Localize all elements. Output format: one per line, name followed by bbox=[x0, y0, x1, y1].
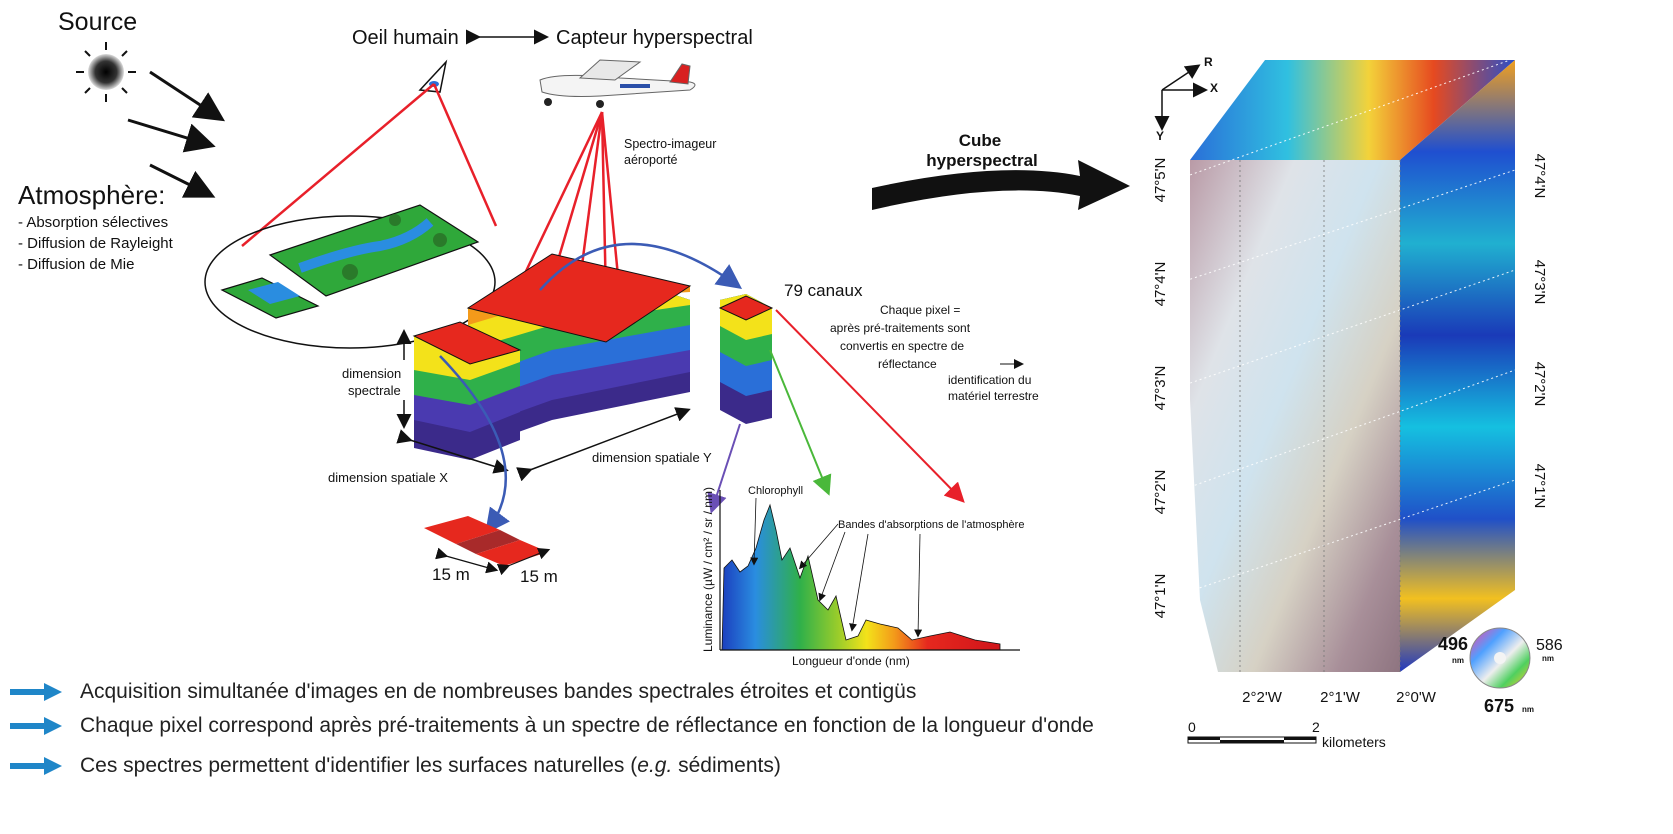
x-dimension-arrow bbox=[396, 429, 509, 474]
purple-arrow bbox=[707, 423, 741, 514]
channels-label: 79 canaux bbox=[784, 281, 863, 300]
eye-icon bbox=[418, 59, 448, 93]
scale-two: 2 bbox=[1312, 719, 1320, 735]
wheel-bottom-value: 675 bbox=[1484, 696, 1514, 716]
lat-label: 47°3'N bbox=[1152, 366, 1169, 411]
wheel-right-value: 586 bbox=[1536, 637, 1563, 654]
sun-rays-arrows bbox=[127, 70, 226, 198]
atmosphere-title: Atmosphère: bbox=[18, 180, 165, 210]
dimension-spectral-label: spectrale bbox=[348, 383, 401, 398]
airborne-label: aéroporté bbox=[624, 153, 678, 167]
red-arrow bbox=[775, 309, 965, 503]
pixel-size-arrow bbox=[435, 547, 499, 574]
hyperspectral-cube bbox=[1175, 59, 1516, 672]
atmosphere-item: - Absorption sélectives bbox=[18, 214, 168, 231]
lat-label: 47°1'N bbox=[1152, 574, 1169, 619]
wheel-unit: nm bbox=[1522, 705, 1534, 714]
layer-stack-main bbox=[466, 253, 692, 450]
dimension-x-label: dimension spatiale X bbox=[328, 470, 448, 485]
lon-label: 2°0'W bbox=[1396, 689, 1437, 706]
green-arrow bbox=[769, 349, 832, 496]
spectrum-plot bbox=[719, 490, 1020, 651]
wheel-unit: nm bbox=[1452, 656, 1464, 665]
y-dimension-arrow bbox=[516, 407, 691, 482]
curved-arrow-top bbox=[539, 242, 743, 291]
axis-r-label: R bbox=[1204, 55, 1213, 69]
bullet-arrow-icon bbox=[10, 757, 62, 775]
chlorophyll-pointer bbox=[750, 497, 759, 566]
scale-unit: kilometers bbox=[1322, 734, 1386, 750]
layer-stack-small bbox=[412, 321, 522, 460]
curved-arrow-pixel bbox=[439, 355, 510, 535]
color-wheel-icon bbox=[1469, 627, 1531, 689]
lon-label: 2°2'W bbox=[1242, 689, 1283, 706]
spectrum-xlabel: Longueur d'onde (nm) bbox=[792, 654, 910, 668]
lat-label: 47°1'N bbox=[1531, 464, 1548, 509]
absorption-pointers bbox=[798, 523, 923, 638]
bullet-text-italic: e.g. bbox=[637, 754, 673, 777]
source-label: Source bbox=[58, 8, 137, 36]
pixel-note: convertis en spectre de bbox=[840, 339, 964, 353]
pixel-tiles bbox=[424, 516, 548, 566]
airplane-icon bbox=[539, 59, 696, 108]
pixel-size-label: 15 m bbox=[520, 567, 558, 586]
sun-icon bbox=[76, 42, 136, 102]
pixel-note: Chaque pixel = bbox=[880, 303, 960, 317]
pixel-note: matériel terrestre bbox=[948, 389, 1039, 403]
sensor-label: Capteur hyperspectral bbox=[556, 27, 753, 49]
bullet-text: Ces spectres permettent d'identifier les… bbox=[80, 754, 781, 778]
pixel-size-label: 15 m bbox=[432, 565, 470, 584]
bullet-item: Ces spectres permettent d'identifier les… bbox=[10, 754, 781, 778]
layer-stack-column bbox=[718, 294, 774, 424]
lat-label: 47°4'N bbox=[1152, 262, 1169, 307]
lat-label: 47°3'N bbox=[1531, 260, 1548, 305]
atmosphere-item: - Diffusion de Mie bbox=[18, 256, 134, 273]
pixel-size-arrow bbox=[496, 547, 551, 576]
wheel-left-value: 496 bbox=[1438, 634, 1468, 654]
ground-scene bbox=[204, 204, 496, 349]
lat-right-labels: 47°4'N 47°3'N 47°2'N 47°1'N bbox=[1531, 154, 1548, 509]
atmosphere-item: - Diffusion de Rayleight bbox=[18, 235, 174, 252]
chlorophyll-label: Chlorophyll bbox=[748, 485, 803, 497]
bullet-item: Chaque pixel correspond après pré-traite… bbox=[10, 714, 1094, 738]
pixel-note: identification du bbox=[948, 373, 1031, 387]
bullet-text-part: sédiments) bbox=[672, 754, 781, 777]
pixel-note: après pré-traitements sont bbox=[830, 321, 971, 335]
lat-label: 47°5'N bbox=[1152, 158, 1169, 203]
pixel-note: réflectance bbox=[878, 357, 937, 371]
axis-x-label: X bbox=[1210, 81, 1218, 95]
axis-indicator bbox=[1154, 64, 1208, 131]
eye-label: Oeil humain bbox=[352, 27, 459, 49]
bullet-arrow-icon bbox=[10, 683, 62, 701]
bullet-arrow-icon bbox=[10, 717, 62, 735]
cube-label: hyperspectral bbox=[926, 151, 1038, 170]
scale-zero: 0 bbox=[1188, 719, 1196, 735]
scale-bar bbox=[1187, 736, 1317, 744]
lon-label: 2°1'W bbox=[1320, 689, 1361, 706]
lat-left-labels: 47°5'N 47°4'N 47°3'N 47°2'N 47°1'N bbox=[1152, 158, 1169, 619]
bullet-item: Acquisition simultanée d'images en de no… bbox=[10, 680, 916, 704]
airborne-label: Spectro-imageur bbox=[624, 137, 716, 151]
spectrum-ylabel: Luminance (µW / cm² / sr / nm) bbox=[701, 487, 715, 652]
axis-y-label: Y bbox=[1156, 129, 1164, 143]
cube-label: Cube bbox=[959, 131, 1002, 150]
dimension-y-label: dimension spatiale Y bbox=[592, 450, 712, 465]
lat-label: 47°2'N bbox=[1531, 362, 1548, 407]
lat-label: 47°4'N bbox=[1531, 154, 1548, 199]
bullet-text-part: Ces spectres permettent d'identifier les… bbox=[80, 754, 638, 777]
lat-label: 47°2'N bbox=[1152, 470, 1169, 515]
bullet-text: Acquisition simultanée d'images en de no… bbox=[80, 680, 917, 703]
big-arrow bbox=[872, 160, 1130, 210]
bullet-text: Chaque pixel correspond après pré-traite… bbox=[80, 714, 1094, 737]
wheel-unit: nm bbox=[1542, 654, 1554, 663]
absorption-label: Bandes d'absorptions de l'atmosphère bbox=[838, 519, 1024, 531]
dimension-spectral-label: dimension bbox=[342, 366, 401, 381]
